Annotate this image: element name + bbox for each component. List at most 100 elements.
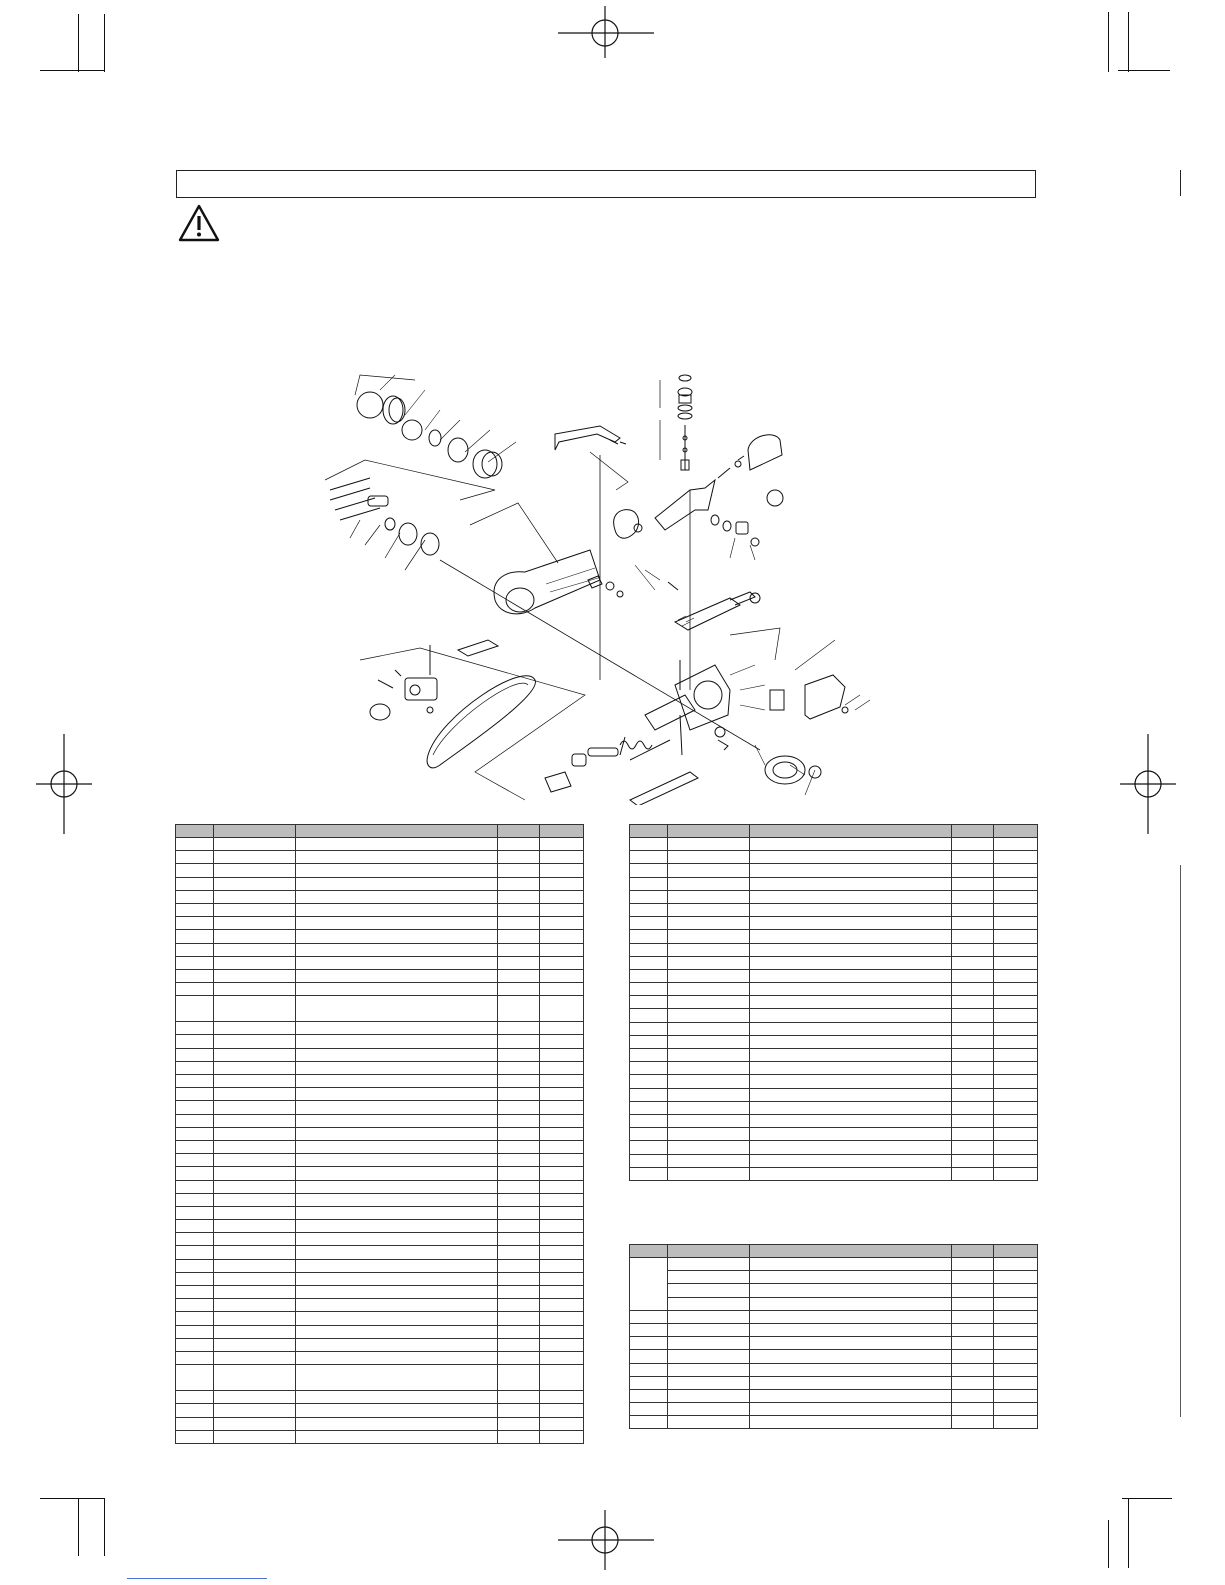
table-cell — [175, 1166, 214, 1181]
table-cell — [175, 1245, 214, 1260]
column-header — [749, 1244, 952, 1258]
exploded-parts-diagram — [324, 374, 871, 805]
table-cell — [497, 1232, 540, 1247]
table-cell — [629, 1402, 668, 1417]
table-row — [629, 982, 1038, 997]
table-cell — [629, 1100, 668, 1115]
table-cell — [993, 850, 1038, 865]
table-cell — [539, 1311, 584, 1326]
table-cell — [497, 889, 540, 904]
table-row — [175, 863, 584, 878]
table-cell — [295, 1311, 498, 1326]
table-cell — [667, 1140, 750, 1155]
table-row — [629, 1256, 1038, 1311]
table-cell — [213, 1153, 296, 1168]
table-cell — [295, 1179, 498, 1194]
table-cell — [629, 929, 668, 944]
table-cell — [539, 1298, 584, 1313]
table-cell — [993, 1283, 1038, 1298]
table-header-row — [629, 824, 1038, 838]
table-cell — [175, 1232, 214, 1247]
table-cell — [539, 995, 584, 1023]
table-cell — [667, 916, 750, 931]
table-cell — [993, 1087, 1038, 1102]
table-cell — [295, 995, 498, 1023]
table-cell — [993, 1322, 1038, 1338]
table-row — [175, 1284, 584, 1300]
table-row — [175, 1403, 584, 1418]
table-row — [629, 889, 1038, 904]
table-row — [629, 968, 1038, 984]
table-cell — [667, 929, 750, 944]
parts-list-table-left — [175, 824, 584, 1444]
table-cell — [539, 955, 584, 970]
column-header — [629, 1244, 668, 1258]
table-cell — [993, 876, 1038, 891]
table-cell — [539, 1350, 584, 1366]
table-row — [629, 1362, 1038, 1377]
column-header — [667, 824, 750, 838]
table-cell — [749, 1375, 952, 1390]
table-cell — [629, 876, 668, 891]
table-cell — [295, 1219, 498, 1234]
table-cell — [749, 955, 952, 970]
table-cell — [213, 1139, 296, 1155]
table-cell — [951, 1166, 994, 1181]
margin-rule-long — [1180, 865, 1182, 1417]
table-cell — [993, 1336, 1038, 1351]
table-row — [175, 1166, 584, 1181]
table-cell — [749, 850, 952, 865]
table-cell — [213, 929, 296, 944]
table-cell — [539, 1126, 584, 1141]
table-cell — [539, 1337, 584, 1352]
table-cell — [295, 1100, 498, 1115]
table-cell — [539, 1166, 584, 1181]
table-cell — [295, 1298, 498, 1313]
table-cell — [667, 1074, 750, 1089]
table-cell — [951, 1034, 994, 1050]
table-cell — [175, 995, 214, 1023]
table-cell — [497, 1403, 540, 1418]
table-row — [175, 1087, 584, 1102]
footer-link-underline[interactable] — [127, 1578, 267, 1579]
table-row — [175, 968, 584, 984]
table-cell — [539, 850, 584, 865]
table-cell — [295, 836, 498, 852]
table-cell — [749, 1008, 952, 1023]
table-cell — [175, 1205, 214, 1221]
table-row — [175, 1021, 584, 1036]
table-cell — [175, 1034, 214, 1049]
table-cell — [951, 1322, 994, 1338]
table-row — [175, 1416, 584, 1431]
table-row — [175, 1034, 584, 1049]
table-cell — [539, 1034, 584, 1049]
table-cell — [993, 902, 1038, 918]
table-cell — [175, 916, 214, 931]
table-cell — [667, 1388, 750, 1404]
table-cell — [539, 1364, 584, 1392]
table-cell — [497, 1047, 540, 1062]
table-cell — [667, 1270, 750, 1285]
table-row — [629, 1100, 1038, 1115]
table-row — [629, 1402, 1038, 1417]
table-cell — [993, 889, 1038, 904]
table-cell — [993, 942, 1038, 957]
table-cell — [629, 1074, 668, 1089]
table-cell — [213, 1073, 296, 1089]
table-cell — [993, 1127, 1038, 1142]
table-cell — [749, 968, 952, 984]
table-cell — [497, 1337, 540, 1352]
table-row — [175, 836, 584, 852]
table-cell — [667, 902, 750, 918]
table-cell — [749, 1100, 952, 1115]
table-row — [175, 1113, 584, 1128]
table-cell — [629, 916, 668, 931]
table-cell — [295, 1126, 498, 1141]
table-cell — [629, 1388, 668, 1404]
table-cell — [951, 1349, 994, 1364]
table-cell — [175, 1087, 214, 1102]
table-cell — [951, 1415, 994, 1430]
table-cell — [497, 1350, 540, 1366]
table-cell — [749, 1061, 952, 1076]
table-cell — [175, 850, 214, 865]
